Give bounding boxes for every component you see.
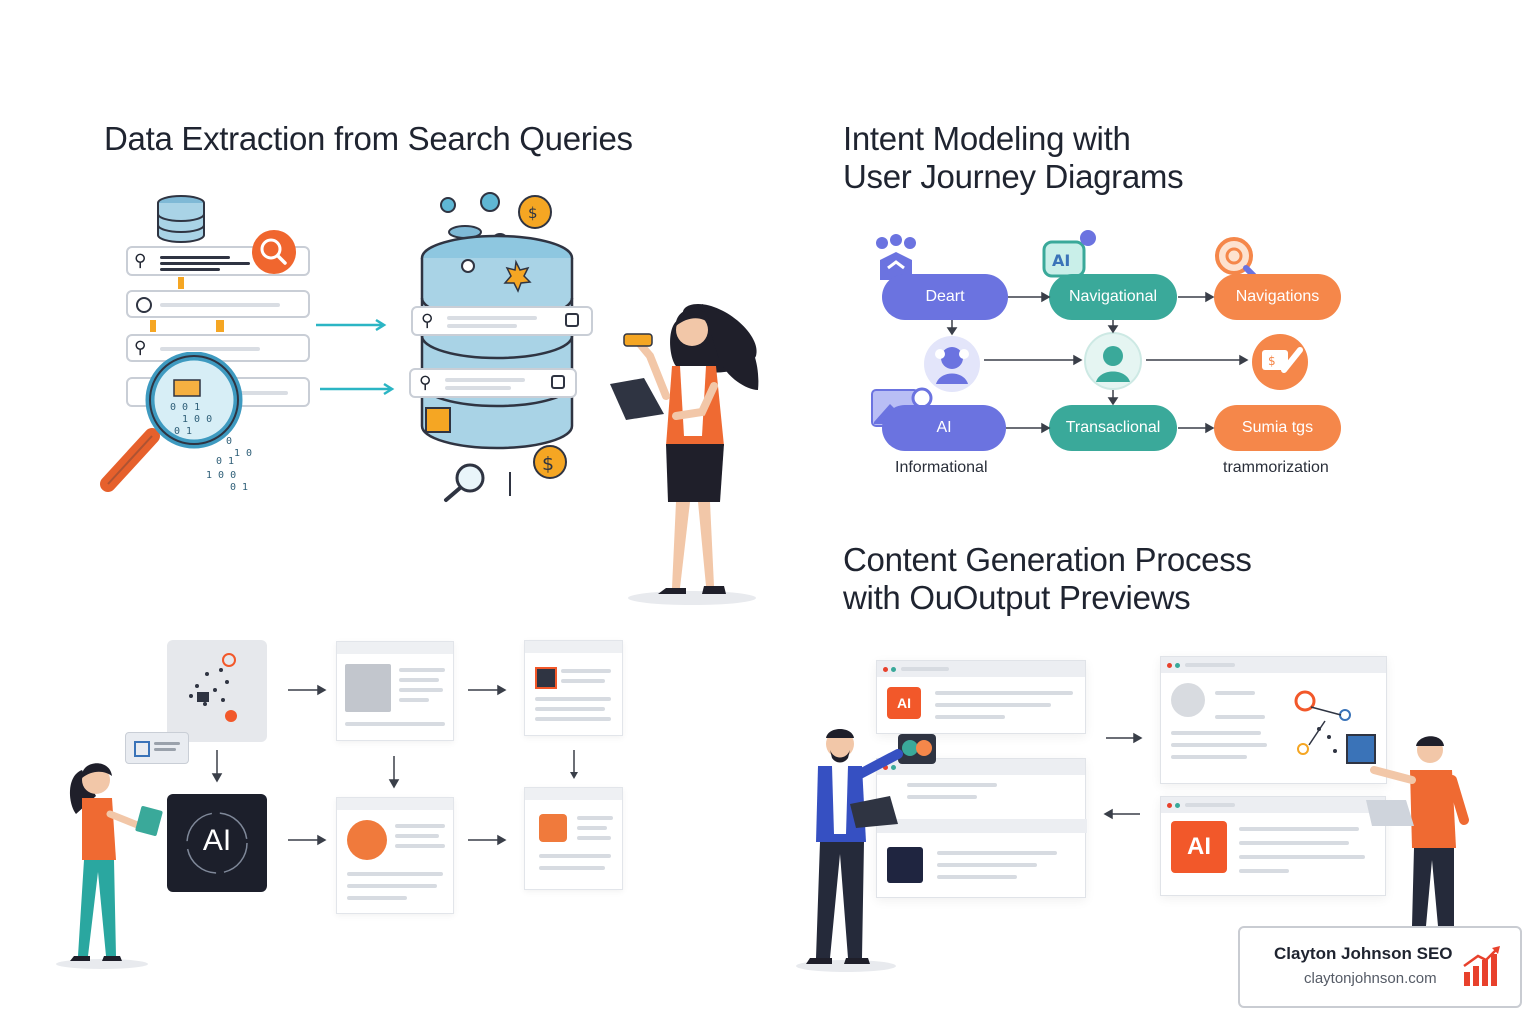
intent-title-line1: Intent Modeling with	[843, 120, 1131, 157]
search-icon: ⚲	[134, 338, 147, 357]
search-bar-2[interactable]	[126, 290, 310, 318]
preview-card-1: AI	[876, 660, 1086, 734]
gen-card-2	[524, 640, 623, 736]
user-avatar-icon	[1084, 332, 1142, 390]
preview-card-2	[876, 758, 1087, 898]
ai-chip-icon	[887, 847, 923, 883]
bar-chart-logo-icon	[1463, 946, 1500, 986]
data-extraction-title: Data Extraction from Search Queries	[104, 120, 633, 157]
intent-title-line2: User Journey Diagrams	[843, 158, 1184, 195]
toggle-widget	[898, 734, 936, 764]
ai-tile-label: AI	[202, 824, 232, 857]
gen-card-3	[336, 797, 454, 914]
generation-arrows	[211, 684, 507, 846]
network-graph-icon	[1294, 690, 1376, 764]
preview-arrows	[1103, 732, 1143, 820]
man-presenting-illustration	[1366, 736, 1469, 926]
search-thumb-icon	[539, 814, 567, 842]
man-with-laptop-illustration	[796, 729, 903, 972]
svg-text:AI: AI	[1052, 251, 1070, 270]
ai-ring-icon	[186, 812, 248, 874]
svg-text:1 0: 1 0	[234, 448, 252, 459]
ai-tile: AI	[167, 794, 267, 892]
db-search-bar-1[interactable]: ⚲	[411, 306, 593, 336]
profile-placeholder-icon	[1171, 683, 1205, 717]
orange-search-icon	[252, 230, 296, 274]
flow-arrows	[316, 318, 395, 396]
brand-url: claytonjohnson.com	[1304, 970, 1437, 987]
woman-with-tablet-illustration	[56, 763, 163, 969]
svg-text:$: $	[1268, 354, 1276, 368]
ai-badge: AI	[887, 687, 921, 719]
clock-icon	[136, 297, 152, 313]
svg-text:1 0 0: 1 0 0	[206, 470, 236, 481]
journey-node-deart[interactable]: Deart	[882, 274, 1008, 320]
journey-node-sumia-tgs[interactable]: Sumia tgs	[1214, 405, 1341, 451]
journey-node-navigational[interactable]: Navigational	[1049, 274, 1177, 320]
conversion-icon: $	[1252, 334, 1308, 390]
search-icon: ⚲	[421, 311, 434, 330]
journey-node-navigations[interactable]: Navigations	[1214, 274, 1341, 320]
search-icon: ⚲	[419, 373, 432, 392]
data-scatter-tile	[167, 640, 267, 742]
svg-text:0: 0	[226, 436, 232, 447]
scatter-network-icon	[189, 653, 237, 722]
magnifier-data-icon: 0 0 11 0 00 1 01 00 1 1 0 00 1	[100, 352, 252, 493]
down-arrow	[570, 750, 578, 779]
svg-text:0 1: 0 1	[230, 482, 248, 493]
journey-connectors	[946, 291, 1249, 434]
db-search-bar-2[interactable]: ⚲	[409, 368, 577, 398]
search-icon: ⚲	[134, 251, 147, 270]
big-database-icon: $ $	[420, 192, 574, 502]
preview-card-4: AI	[1160, 796, 1386, 896]
svg-text:0 1: 0 1	[216, 456, 234, 467]
woman-with-laptop-illustration	[610, 304, 759, 605]
caption-trammorization: trammorization	[1223, 459, 1329, 476]
image-placeholder-icon	[345, 664, 391, 712]
brand-watermark: Clayton Johnson SEO claytonjohnson.com	[1238, 926, 1522, 1008]
svg-text:1 0 0: 1 0 0	[182, 414, 212, 425]
person-avatar-icon	[347, 820, 387, 860]
lock-icon	[551, 375, 565, 389]
preview-card-3	[1160, 656, 1387, 784]
svg-text:$: $	[528, 204, 538, 222]
caption-informational: Informational	[895, 459, 988, 476]
journey-node-transactional[interactable]: Transaclional	[1049, 405, 1177, 451]
ai-big-badge: AI	[1171, 821, 1227, 873]
database-icon	[157, 195, 205, 243]
svg-text:$: $	[542, 453, 554, 475]
persona-icon	[924, 336, 980, 392]
gen-card-4	[524, 787, 623, 890]
journey-node-ai[interactable]: AI	[882, 405, 1006, 451]
brand-name: Clayton Johnson SEO	[1274, 944, 1453, 963]
chat-bubble	[125, 732, 189, 764]
svg-text:0 0 1: 0 0 1	[170, 402, 200, 413]
gen-card-1	[336, 641, 454, 741]
svg-text:0 1: 0 1	[174, 426, 192, 437]
lock-icon	[565, 313, 579, 327]
content-title-line2: with OuOutput Previews	[843, 579, 1191, 616]
content-title-line1: Content Generation Process	[843, 541, 1252, 578]
user-group-icon	[876, 234, 916, 280]
thumb-icon	[535, 667, 557, 689]
